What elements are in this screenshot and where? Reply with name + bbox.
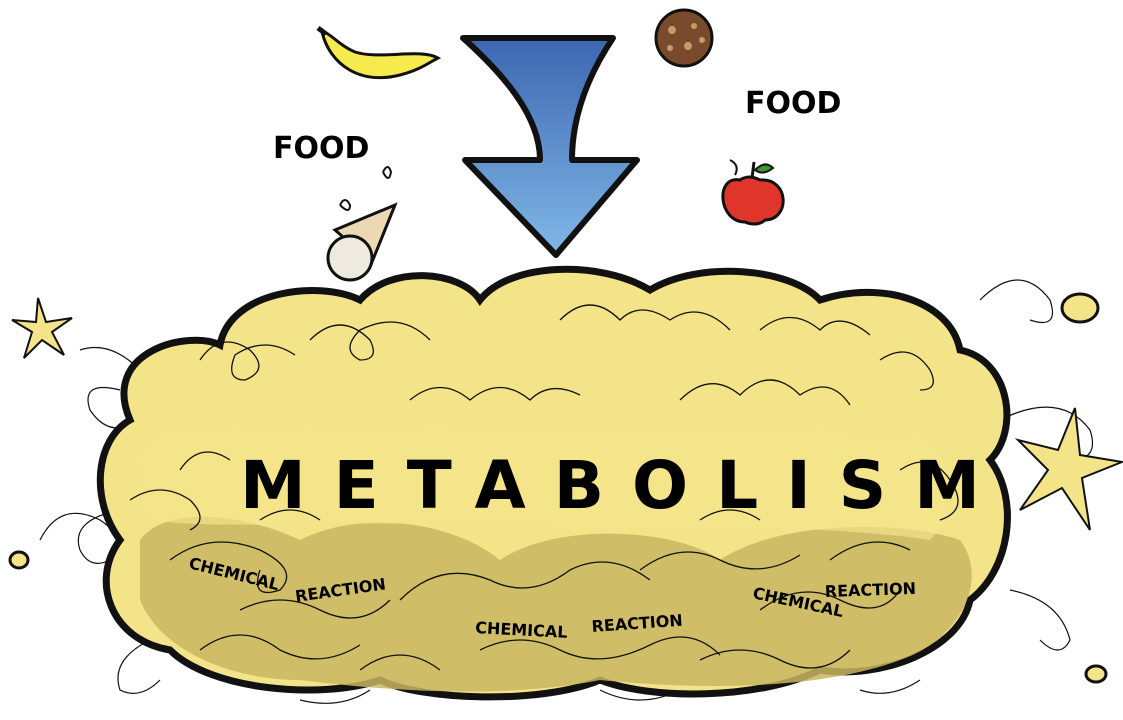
- ice-cream-icon: [328, 167, 395, 280]
- cookie-icon: [656, 10, 712, 66]
- food-label-left: FOOD: [273, 131, 369, 166]
- small-oval: [1062, 294, 1098, 322]
- reaction-label-3: REACTION: [824, 579, 916, 601]
- small-oval: [1086, 666, 1106, 682]
- small-oval: [10, 552, 28, 568]
- banana-icon: [318, 28, 438, 78]
- apple-icon: [723, 160, 783, 224]
- star-icon: [1018, 408, 1122, 530]
- food-label-right: FOOD: [745, 86, 841, 121]
- page-title: METABOLISM: [240, 447, 1008, 524]
- down-arrow-icon: [463, 38, 637, 255]
- cloud-lower-shade: [140, 517, 972, 692]
- star-icon: [12, 298, 72, 358]
